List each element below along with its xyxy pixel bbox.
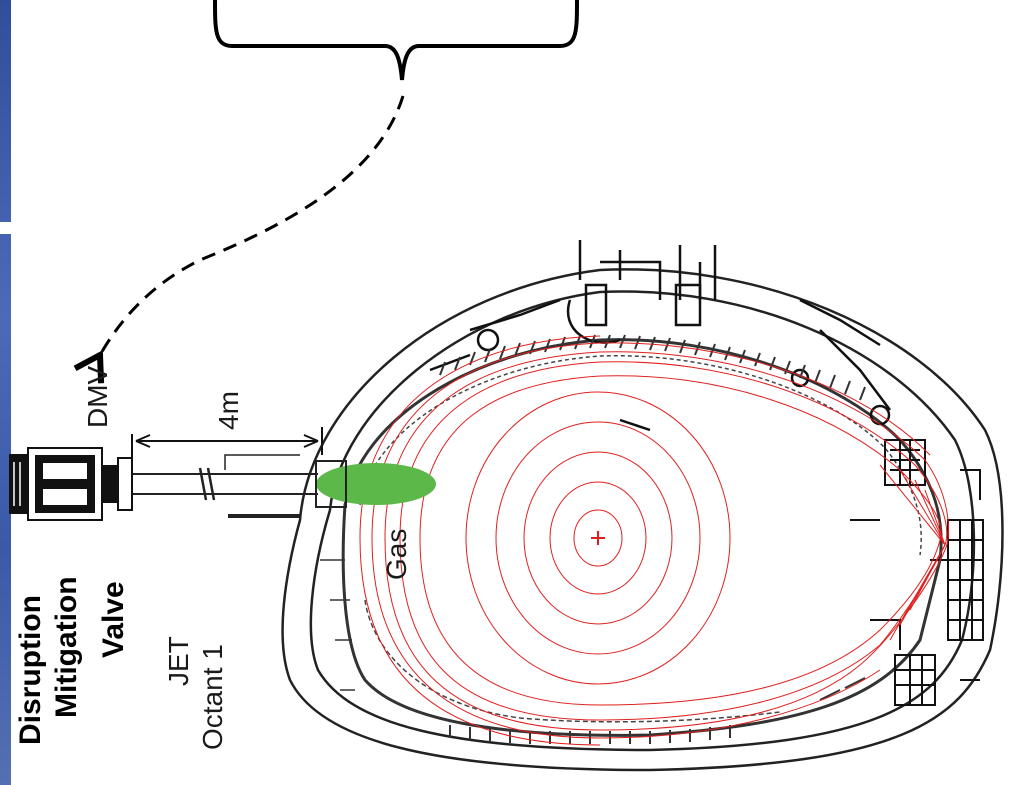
plasma-center-mark xyxy=(591,531,605,545)
label-gas: Gas xyxy=(381,528,412,580)
gas-puff xyxy=(316,463,436,505)
label-distance: 4m xyxy=(213,391,244,430)
valve-body-drawing xyxy=(9,447,133,521)
injection-pipe xyxy=(130,454,318,518)
top-ports xyxy=(429,240,891,432)
dashed-arrow xyxy=(73,95,405,384)
vessel-outline xyxy=(281,268,1004,772)
wall-tiles xyxy=(439,334,866,401)
label-dmv: DMV xyxy=(82,365,113,428)
flux-surfaces xyxy=(359,335,949,746)
curly-brace xyxy=(213,0,579,81)
label-jet: JET xyxy=(163,636,194,686)
label-disruption: Disruption xyxy=(14,595,47,745)
first-wall xyxy=(341,338,943,737)
slide-edge-gap xyxy=(0,222,11,234)
label-valve: Valve xyxy=(97,581,130,658)
label-mitigation: Mitigation xyxy=(50,576,83,718)
label-octant: Octant 1 xyxy=(197,644,228,750)
slide-edge-bar xyxy=(0,0,11,785)
distance-dimension xyxy=(131,427,323,460)
coil-blocks xyxy=(850,439,984,706)
